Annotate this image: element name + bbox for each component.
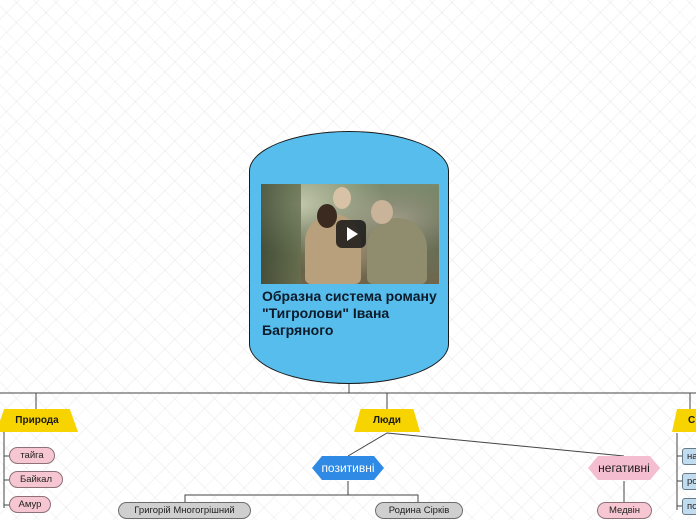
character-item[interactable]: Родина Сірків xyxy=(375,502,463,519)
character-item[interactable]: Медвін xyxy=(597,502,652,519)
subtopic-negative[interactable]: негативні xyxy=(588,456,660,480)
central-topic[interactable]: Образна система роману "Тигролови" Івана… xyxy=(249,131,449,384)
character-item[interactable]: Григорій Многогрішний xyxy=(118,502,251,519)
subtopic-nature-item[interactable]: Байкал xyxy=(9,471,63,488)
subtopic-right-item[interactable]: ро xyxy=(682,473,696,490)
main-topic-right-partial[interactable]: С xyxy=(672,409,696,432)
video-thumbnail[interactable] xyxy=(261,184,439,284)
play-icon[interactable] xyxy=(336,220,366,248)
video-frame-head xyxy=(317,204,337,228)
main-topic-nature[interactable]: Природа xyxy=(0,409,78,432)
subtopic-nature-item[interactable]: Амур xyxy=(9,496,51,513)
subtopic-positive[interactable]: позитивні xyxy=(312,456,384,480)
subtopic-right-item[interactable]: на xyxy=(682,448,696,465)
video-frame-head xyxy=(333,187,351,209)
subtopic-right-item[interactable]: по xyxy=(682,498,696,515)
video-frame-tree xyxy=(261,184,301,284)
video-frame-figure xyxy=(367,218,427,284)
subtopic-nature-item[interactable]: тайга xyxy=(9,447,55,464)
main-topic-people[interactable]: Люди xyxy=(354,409,420,432)
central-topic-title: Образна система роману "Тигролови" Івана… xyxy=(262,288,437,338)
video-frame-head xyxy=(371,200,393,224)
